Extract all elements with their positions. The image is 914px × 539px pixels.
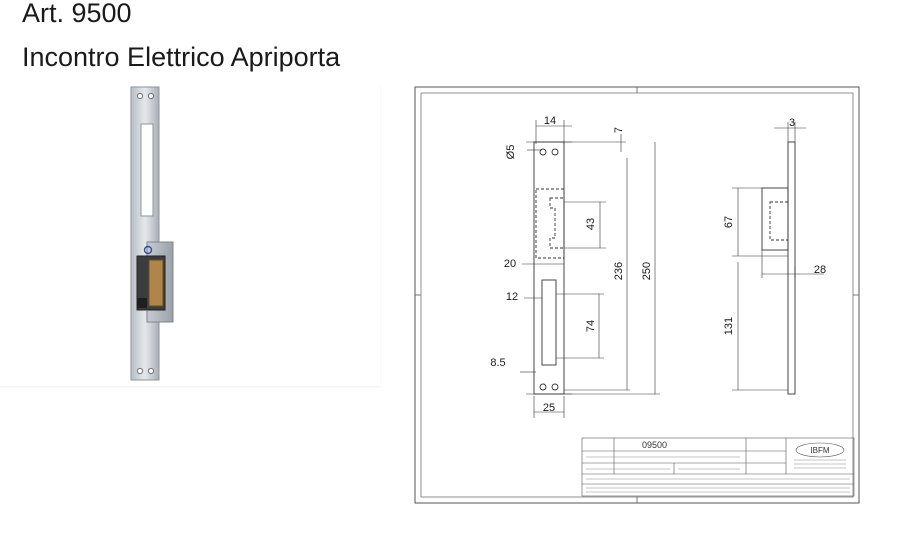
dim-43: 43 — [585, 218, 597, 230]
front-view — [526, 141, 572, 395]
dim-25: 25 — [543, 402, 555, 414]
article-number: Art. 9500 — [22, 0, 132, 28]
technical-drawing: 14 7 Ø5 43 20 12 236 250 74 8.5 25 3 67 … — [414, 86, 860, 504]
dim-hole: Ø5 — [505, 145, 517, 160]
product-photo — [0, 84, 380, 386]
dim-131: 131 — [723, 317, 735, 335]
ibfm-logo: IBFM — [810, 446, 829, 455]
article-value: 09500 — [642, 440, 667, 450]
dim-74: 74 — [585, 320, 597, 332]
dim-3: 3 — [789, 117, 795, 129]
dim-12: 12 — [506, 291, 518, 303]
dim-28: 28 — [814, 264, 826, 276]
strike-plate-image — [130, 86, 174, 381]
dim-20: 20 — [504, 258, 516, 270]
dim-250: 250 — [641, 262, 653, 280]
dimension-labels: 14 7 Ø5 43 20 12 236 250 74 8.5 25 3 67 … — [490, 115, 826, 414]
title-block — [581, 437, 855, 497]
dim-67: 67 — [723, 216, 735, 228]
dim-8-5: 8.5 — [490, 357, 505, 369]
dim-236: 236 — [613, 262, 625, 280]
title-block-text: 09500 IBFM — [642, 440, 830, 455]
dim-7: 7 — [613, 127, 625, 133]
product-title: Incontro Elettrico Apriporta — [22, 42, 341, 72]
dim-14: 14 — [544, 115, 556, 127]
